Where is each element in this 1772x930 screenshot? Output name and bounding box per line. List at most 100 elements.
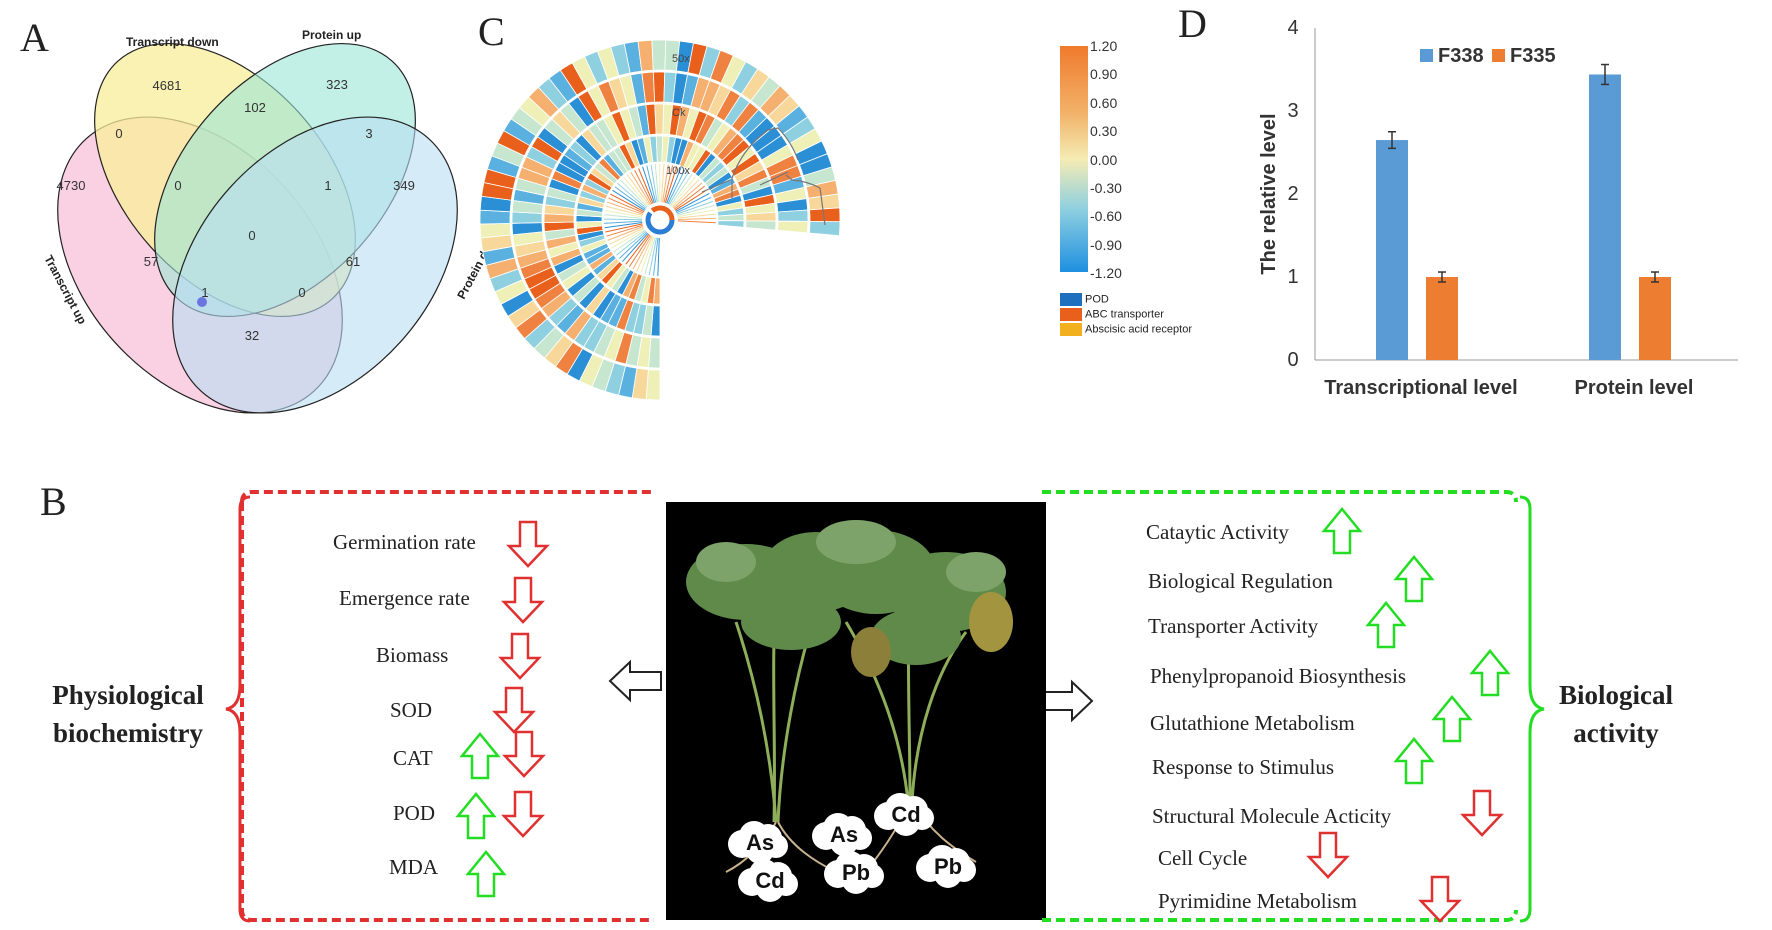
left-pointer-icon — [608, 660, 664, 702]
arrow-down-icon — [1463, 791, 1501, 835]
heatmap-cell — [778, 210, 808, 221]
venn-count: 61 — [346, 254, 360, 269]
arrow-up-icon — [1324, 509, 1360, 553]
heatmap-spoke — [612, 229, 645, 248]
venn-count: 323 — [326, 77, 348, 92]
y-tick-label: 2 — [1287, 183, 1298, 205]
heatmap-cell — [653, 72, 664, 102]
arrow-down-icon — [495, 688, 533, 732]
yellow-leaf — [851, 627, 891, 677]
metal-label: Cd — [891, 802, 920, 827]
legend-swatch-f338 — [1420, 49, 1433, 62]
physiology-label: Biomass — [376, 643, 448, 668]
colorbar-tick: -1.20 — [1090, 265, 1122, 281]
legend-swatch-pod — [1060, 293, 1082, 306]
ring-label-50x: 50x — [672, 53, 690, 65]
heatmap-cell — [778, 221, 808, 233]
bar-f335 — [1426, 277, 1458, 360]
leaf — [816, 520, 896, 564]
venn-count: 0 — [298, 285, 305, 300]
venn-label-transcript-down: Transcript down — [126, 35, 219, 49]
arrow-down-icon — [1421, 877, 1459, 921]
venn-count: 32 — [245, 328, 259, 343]
venn-count: 57 — [144, 254, 158, 269]
arrow-up-icon — [462, 734, 498, 778]
leaf — [946, 552, 1006, 592]
heatmap-spoke — [604, 219, 642, 220]
venn-count: 4730 — [57, 178, 86, 193]
biological-title-line1: Biological — [1556, 676, 1676, 714]
bar-f335 — [1639, 277, 1671, 360]
heatmap-spoke — [676, 197, 711, 212]
colorbar-tick: 0.30 — [1090, 123, 1117, 139]
physiology-label: SOD — [390, 698, 432, 723]
heatmap-cell — [652, 40, 666, 70]
colorbar-tick: -0.60 — [1090, 208, 1122, 224]
metal-label: Pb — [934, 854, 962, 879]
physiology-label: CAT — [393, 746, 433, 771]
ring-label-ck: Ck — [672, 107, 686, 119]
yellow-leaf — [969, 592, 1013, 652]
venn-diagram: Transcript down Protein up Transcript up… — [30, 20, 500, 410]
arrow-down-icon — [501, 634, 539, 678]
biological-title-line2: activity — [1556, 714, 1676, 752]
bar-f338 — [1376, 140, 1408, 360]
arrow-down-icon — [1309, 833, 1347, 877]
colorbar-tick: 1.20 — [1090, 38, 1117, 54]
legend-abc-transporter: ABC transporter — [1060, 308, 1164, 321]
heatmap-cell — [480, 223, 511, 238]
legend-label-f338: F338 — [1438, 45, 1484, 67]
circular-heatmap: 50x Ck 100x — [470, 10, 890, 410]
legend-pod: POD — [1060, 293, 1109, 306]
heatmap-spoke — [639, 168, 654, 203]
heatmap-colorbar: 1.20 0.90 0.60 0.30 0.00 -0.30 -0.60 -0.… — [1060, 40, 1180, 280]
legend-swatch-f335 — [1492, 49, 1505, 62]
heatmap-cell — [480, 210, 510, 224]
colorbar-tick: -0.30 — [1090, 180, 1122, 196]
x-tick-label: Transcriptional level — [1324, 377, 1517, 399]
metal-label: As — [830, 822, 858, 847]
arrow-down-icon — [509, 522, 547, 566]
venn-count: 0 — [248, 228, 255, 243]
venn-label-protein-up: Protein up — [302, 28, 361, 42]
biological-label: Cell Cycle — [1158, 846, 1247, 871]
venn-count: 349 — [393, 178, 415, 193]
biological-label: Cataytic Activity — [1146, 520, 1289, 545]
arrow-up-icon — [1396, 739, 1432, 783]
legend-swatch-aba — [1060, 323, 1082, 336]
physiology-title: Physiological biochemistry — [28, 676, 228, 752]
legend-pod-label: POD — [1085, 293, 1109, 305]
physiology-label: POD — [393, 801, 435, 826]
legend-abc-label: ABC transporter — [1085, 308, 1164, 320]
metal-label: Pb — [842, 860, 870, 885]
heatmap-cell — [746, 221, 776, 230]
colorbar-tick: -0.90 — [1090, 237, 1122, 253]
heatmap-cell — [655, 104, 664, 134]
arrow-down-icon — [505, 732, 543, 776]
x-tick-label: Protein level — [1575, 377, 1694, 399]
arrow-up-icon — [1396, 557, 1432, 601]
heatmap-spoke — [678, 218, 716, 219]
leaf — [741, 594, 841, 650]
heatmap-spoke — [608, 198, 643, 213]
physiology-label: MDA — [389, 855, 438, 880]
colorbar-tick: 0.60 — [1090, 95, 1117, 111]
heatmap-cell — [718, 221, 744, 228]
heatmap-spoke — [678, 221, 716, 223]
heatmap-spoke — [604, 215, 642, 219]
physiology-arrows — [460, 520, 660, 920]
biological-arrows — [1270, 505, 1530, 925]
venn-count: 102 — [244, 100, 266, 115]
legend-swatch-abc — [1060, 308, 1082, 321]
venn-count: 3 — [365, 126, 372, 141]
physiology-label: Emergence rate — [339, 586, 470, 611]
colorbar-tick: 0.00 — [1090, 152, 1117, 168]
arrow-down-icon — [504, 792, 542, 836]
physiology-label: Germination rate — [333, 530, 476, 555]
arrow-up-icon — [1434, 697, 1470, 741]
arrow-up-icon — [468, 852, 504, 896]
y-tick-label: 4 — [1287, 17, 1298, 39]
heatmap-spoke — [658, 238, 659, 276]
